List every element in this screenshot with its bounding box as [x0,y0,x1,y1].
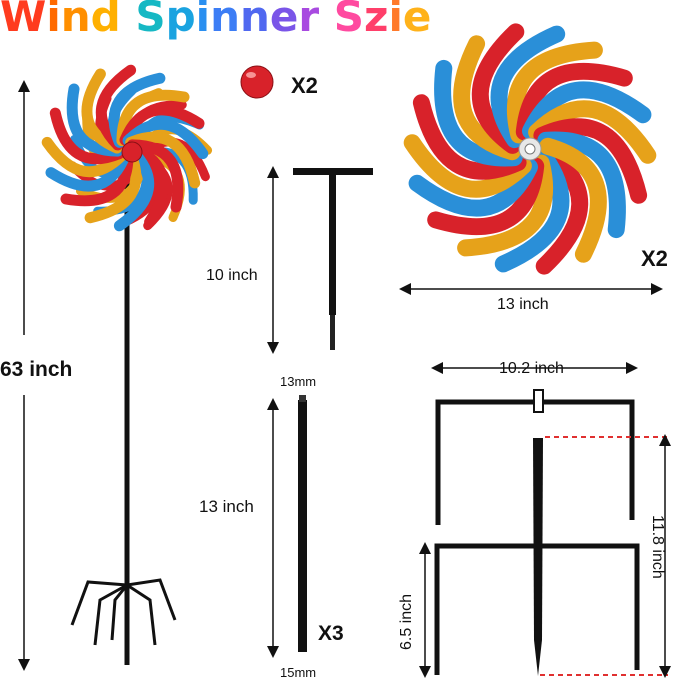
wheel-diameter-label: 13 inch [497,296,549,313]
title-letter: i [388,0,403,41]
t-stake-icon [293,168,373,175]
spinner-blade [60,149,134,207]
spinner-blade [453,35,521,161]
title-letter: p [165,0,196,41]
spinner-blade [537,131,626,239]
title-letter: e [269,0,299,41]
title-letter: n [210,0,240,41]
spinner-blade [535,144,589,275]
base-legs [70,578,177,646]
spinner-blade [41,136,128,178]
spinner-blade [84,148,142,224]
spinner-blade [95,64,137,151]
spinner-blade [471,23,525,154]
spinner-blade [427,157,545,236]
spinner-blade [490,25,566,149]
big-wheel-part: X2 13 inch [399,23,668,313]
base-width-label: 10.2 inch [499,360,564,377]
spinner-blade [533,118,648,204]
title-letter: n [239,0,270,41]
red-ball-icon [240,65,274,99]
title-letter [319,0,334,41]
title-letter: e [402,0,432,41]
ball-count-label: X2 [291,73,318,98]
spinner-blade [539,137,607,263]
title-letter: S [135,0,166,41]
spinner-blade [522,81,652,140]
spinner-blade [515,62,633,141]
spinner-blade [506,41,603,144]
red-ball-part: X2 [240,65,318,99]
title-letter: n [60,0,91,41]
rod-length-label: 13 inch [199,497,254,516]
base-height-label: 11.8 inch [649,515,666,579]
spinner-blade [494,149,570,273]
title-letter: i [46,0,61,41]
title-letter: S [333,0,364,41]
height-dimension: 63 inch [0,80,72,671]
title-letter: z [363,0,389,41]
title-letter: W [0,0,47,41]
title-letter [121,0,136,41]
spinner-blade [49,107,125,165]
spinner-blade [125,131,201,189]
page-title: Wind Spinner Szie [0,0,431,41]
stake-base-part: 10.2 inch 11.8 inch 6.5 inch [398,360,671,678]
spinner-blade [457,154,554,257]
rod-part: 13mm 15mm 13 inch X3 [199,374,344,680]
spinner-blade [408,158,538,217]
spinner-blade [528,100,657,164]
spinner-wheel-icon [403,23,657,275]
spinner-blade [116,89,190,147]
spinner-blade [126,139,184,213]
height-total-label: 63 inch [0,358,72,381]
assembled-spinner [41,64,213,665]
rod-top-diameter-label: 13mm [280,374,316,389]
title-letter: i [195,0,211,41]
spinner-blade [45,150,131,192]
spinner-blade [81,68,123,154]
red-ball-center-icon [121,141,143,163]
spinner-blade [412,94,527,180]
spinner-blade [127,142,169,228]
t-stake-part: 10 inch [206,166,373,354]
rod-icon [298,400,307,652]
t-stake-length-label: 10 inch [206,267,258,284]
wheel-count-label: X2 [641,246,668,271]
base-leg-height-label: 6.5 inch [398,594,415,650]
title-letter: r [298,0,320,41]
rod-bottom-diameter-label: 15mm [280,665,316,680]
spinner-blade [108,72,166,148]
title-letter: d [90,0,121,41]
spinner-blade [403,134,532,198]
spinner-blade [122,118,209,160]
spinner-blade [119,104,205,146]
rod-count-label: X3 [318,622,344,645]
spinner-blade [66,83,124,157]
spinner-blade [434,59,523,167]
